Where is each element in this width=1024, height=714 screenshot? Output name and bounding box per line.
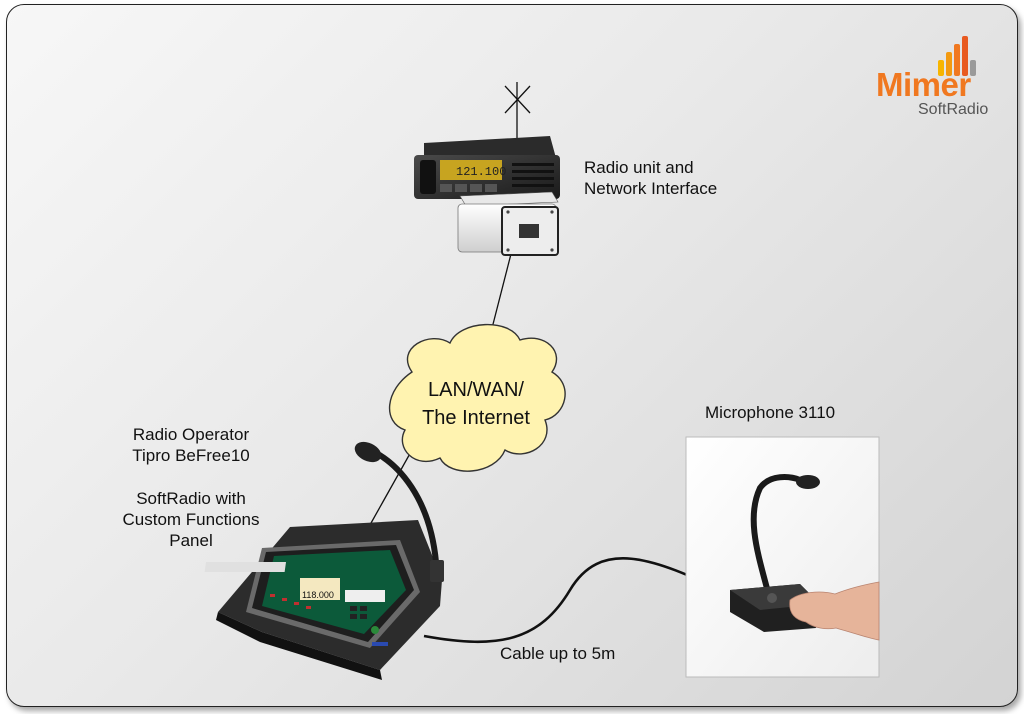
- operator-label-line3: SoftRadio with: [136, 489, 246, 508]
- network-cloud-icon: [389, 323, 566, 472]
- link-radio-network: [489, 249, 513, 337]
- console-microphone-icon: [354, 441, 444, 582]
- network-interface-icon: [457, 191, 559, 256]
- operator-label-line5: Panel: [169, 531, 213, 550]
- logo-brand: Mimer: [876, 66, 971, 103]
- operator-label-line2: Tipro BeFree10: [132, 446, 250, 465]
- radio-label-line2: Network Interface: [584, 179, 718, 198]
- logo-product: SoftRadio: [918, 101, 989, 118]
- cloud-label-line1: LAN/WAN/: [428, 379, 524, 401]
- logo-bars-icon: [938, 36, 976, 76]
- microphone-photo-frame: [685, 436, 880, 678]
- operator-console-icon: 118.000: [204, 520, 442, 680]
- cloud-label-line2: The Internet: [422, 407, 530, 429]
- operator-label-line1: Radio Operator: [132, 425, 250, 444]
- cable-label: Cable up to 5m: [500, 644, 616, 663]
- cable-line: [423, 557, 731, 644]
- antenna-icon: [504, 82, 531, 140]
- microphone-label: Microphone 3110: [705, 403, 836, 422]
- operator-label-line4: Custom Functions: [122, 510, 260, 529]
- radio-display: 121.100: [456, 165, 506, 179]
- operator-label: Radio Operator Tipro BeFree10 SoftRadio …: [96, 424, 286, 551]
- radio-label: Radio unit and Network Interface: [584, 157, 717, 199]
- console-screen-value: 118.000: [302, 590, 334, 600]
- hand-icon: [789, 581, 880, 641]
- radio-unit-icon: 121.100: [414, 136, 560, 199]
- radio-label-line1: Radio unit and: [584, 158, 694, 177]
- link-network-operator: [365, 449, 413, 533]
- cloud-label: LAN/WAN/ The Internet: [400, 376, 552, 432]
